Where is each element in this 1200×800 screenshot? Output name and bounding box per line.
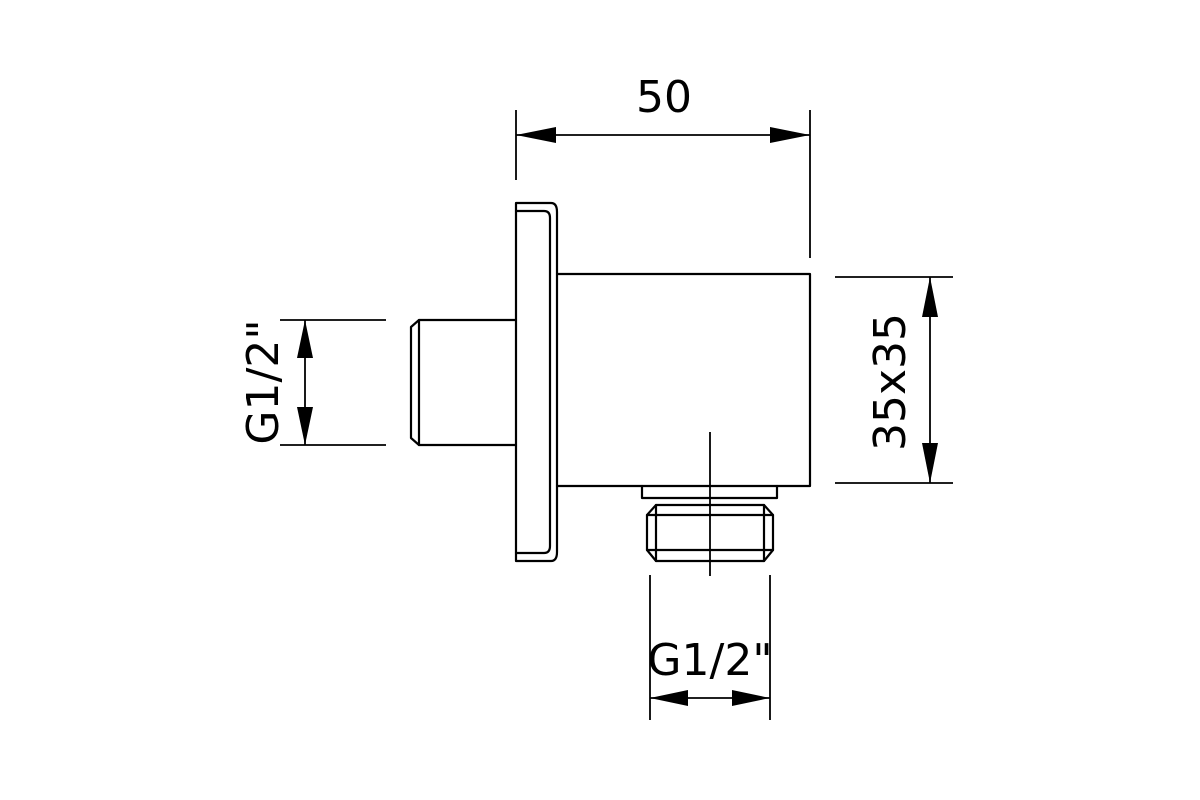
arrowhead-bottom: [297, 407, 313, 445]
wall-outlet-part: [409, 201, 812, 576]
dimension-overall-length: 50: [515, 72, 811, 258]
arrowhead-bottom: [922, 443, 938, 483]
dimension-outlet-thread: G1/2": [647, 575, 773, 720]
inlet-nipple: [409, 318, 518, 447]
overall-length-label: 50: [636, 72, 692, 123]
wall-flange: [514, 201, 559, 563]
arrowhead-top: [922, 277, 938, 317]
inlet-thread-label: G1/2": [238, 319, 289, 444]
dimension-body-section: 35x35: [835, 276, 953, 484]
arrowhead-top: [297, 320, 313, 358]
outlet-thread-label: G1/2": [647, 635, 772, 686]
dimension-inlet-thread: G1/2": [238, 319, 386, 446]
arrowhead-left: [516, 127, 556, 143]
body-section-label: 35x35: [865, 313, 916, 451]
arrowhead-right: [732, 690, 770, 706]
square-body: [555, 272, 812, 488]
arrowhead-left: [650, 690, 688, 706]
wall-flange-inner: [514, 209, 552, 555]
arrowhead-right: [770, 127, 810, 143]
